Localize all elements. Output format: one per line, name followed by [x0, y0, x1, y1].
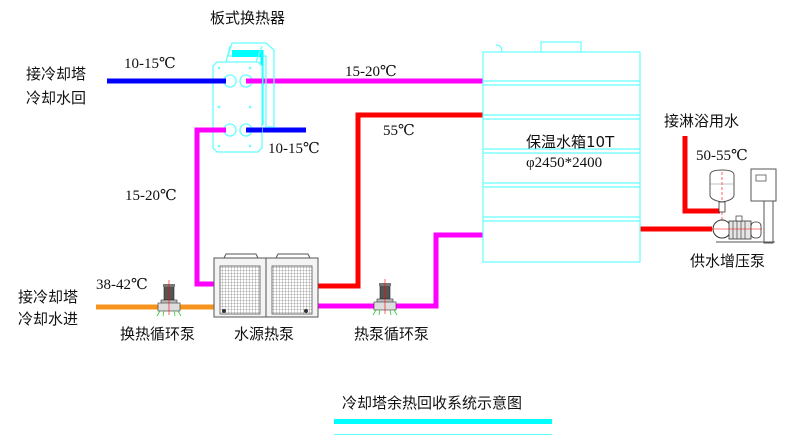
label-cooling-return-line1: 接冷却塔 — [26, 65, 86, 83]
exchange-circulation-pump[interactable] — [156, 280, 182, 317]
label-cooling-return-line2: 冷却水回 — [26, 89, 86, 107]
temp-shower-supply: 50-55℃ — [696, 148, 748, 164]
label-exchange-circulation-pump: 换热循环泵 — [120, 325, 195, 343]
pipe-tank-to-heatpump — [316, 232, 484, 309]
water-source-heat-pump[interactable] — [213, 253, 319, 318]
pipe-heatpump-to-tank — [316, 112, 484, 289]
label-storage-tank: 保温水箱10T — [526, 133, 615, 151]
label-heat-pump-circulation-pump: 热泵循环泵 — [354, 325, 429, 343]
heat-pump-unit-1 — [213, 253, 267, 318]
label-cooling-in-line2: 冷却水进 — [18, 310, 78, 328]
temp-exchanger-out-low: 10-15℃ — [268, 141, 320, 157]
label-water-source-heat-pump: 水源热泵 — [234, 325, 294, 343]
heat-pump-unit-2 — [265, 253, 319, 318]
label-cooling-in-line1: 接冷却塔 — [18, 288, 78, 306]
label-tank-size: φ2450*2400 — [526, 155, 602, 171]
title-underline-thick — [334, 419, 552, 424]
plate-heat-exchanger[interactable] — [212, 42, 275, 153]
diagram-title: 冷却塔余热回收系统示意图 — [342, 394, 522, 412]
temp-heatpump-to-tank: 55℃ — [383, 123, 415, 139]
label-booster-pump: 供水增压泵 — [690, 252, 765, 270]
temp-return-to-tower: 10-15℃ — [124, 56, 176, 72]
booster-pump[interactable] — [709, 168, 777, 244]
title-underline-thin — [334, 434, 552, 435]
temp-exchanger-to-heatpump: 15-20℃ — [125, 188, 177, 204]
pipe-booster-to-shower — [682, 136, 720, 214]
temp-exchanger-to-tank: 15-20℃ — [345, 64, 397, 80]
storage-tank[interactable] — [482, 41, 641, 263]
temp-tower-in: 38-42℃ — [96, 277, 148, 293]
label-plate-heat-exchanger: 板式换热器 — [210, 9, 285, 27]
label-shower-water: 接淋浴用水 — [664, 112, 739, 130]
heat-pump-circulation-pump[interactable] — [372, 279, 398, 316]
